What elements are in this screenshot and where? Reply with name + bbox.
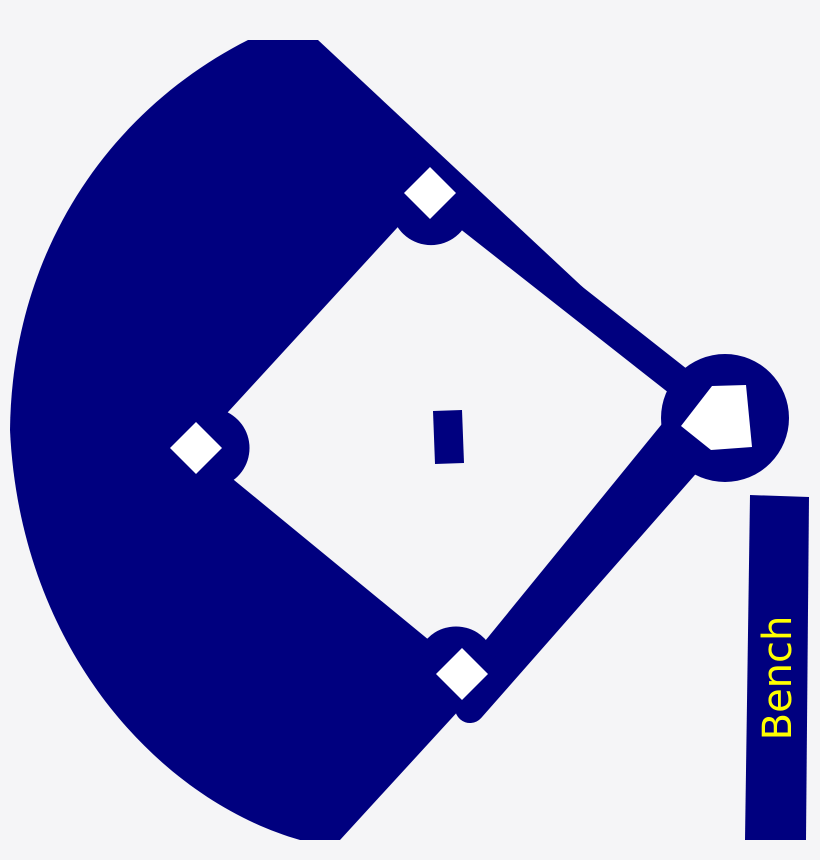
third-base <box>436 648 488 700</box>
first-base-cutout <box>195 410 250 486</box>
second-base <box>404 167 456 219</box>
bench <box>745 495 809 840</box>
bench-label: Bench <box>755 616 801 741</box>
home-plate <box>681 385 752 450</box>
first-base <box>170 422 222 474</box>
third-base-line <box>455 403 740 723</box>
second-base-cutout <box>392 192 470 246</box>
third-base-cutout <box>418 626 494 668</box>
pitchers-rubber <box>433 410 464 464</box>
